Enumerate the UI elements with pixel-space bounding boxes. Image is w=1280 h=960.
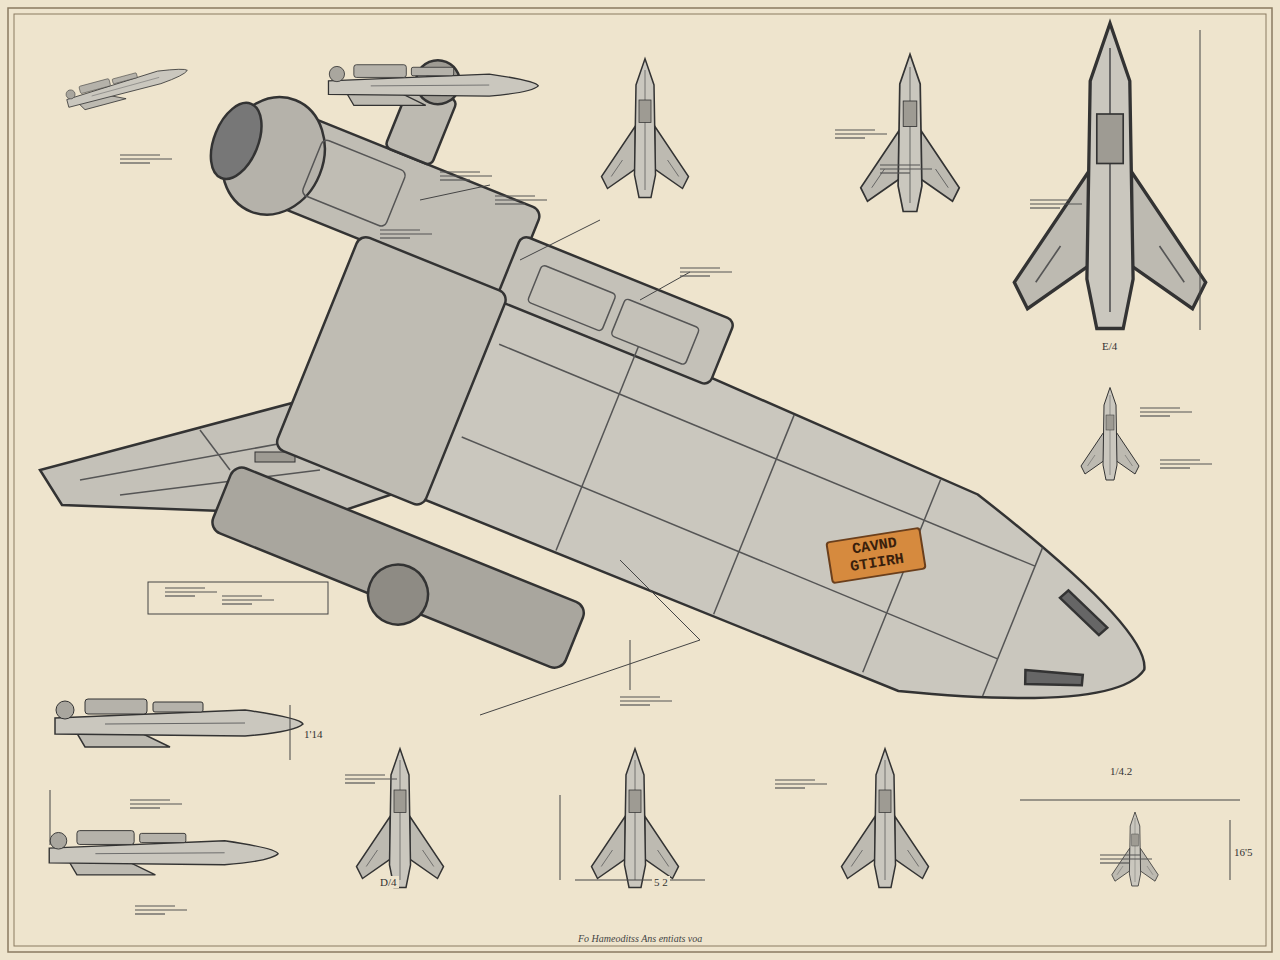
- dimension-label: E/4: [1100, 340, 1119, 352]
- dimension-label: 5 2: [652, 876, 670, 888]
- dimension-label: 1'14: [302, 728, 324, 740]
- dimension-label: D/4: [378, 876, 399, 888]
- name-plate: CAVND GTIIRH: [825, 527, 927, 584]
- dimension-label: 16'5: [1232, 846, 1254, 858]
- caption: Fo Hameoditss Ans entiats voa: [578, 933, 702, 944]
- dimension-label: 1/4.2: [1108, 765, 1134, 777]
- plate-text: CAVND GTIIRH: [835, 533, 917, 578]
